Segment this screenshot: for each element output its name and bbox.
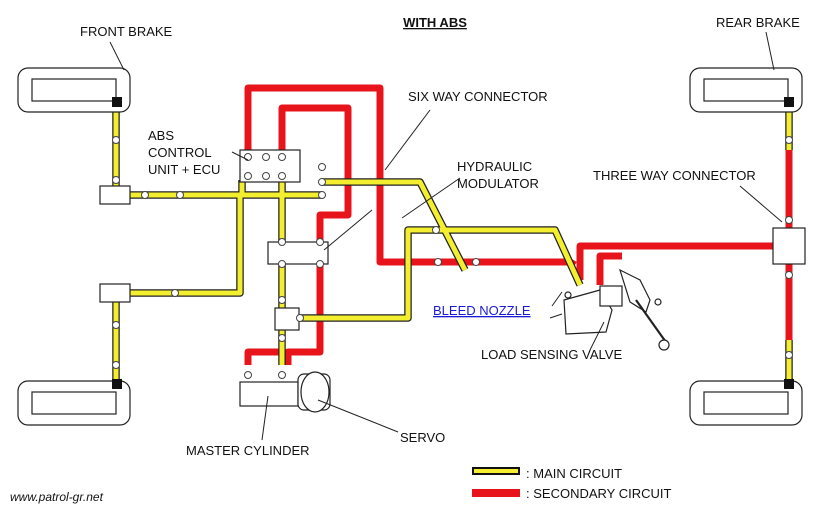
- label-servo: SERVO: [400, 430, 445, 445]
- label-abs-line1: ABS: [148, 128, 174, 143]
- front-lower-connector: [99, 283, 131, 303]
- six-way-connector-box: [267, 241, 329, 265]
- label-load-sensing-valve: LOAD SENSING VALVE: [481, 347, 622, 362]
- main-circuit-lines: [112, 98, 793, 385]
- leader-lines: [109, 31, 783, 441]
- front-left-lower-wheel: [17, 379, 131, 426]
- junction-nodes: [112, 136, 793, 379]
- servo: [297, 371, 331, 413]
- label-hydraulic-line2: MODULATOR: [457, 176, 539, 191]
- diagram-title: WITH ABS: [403, 15, 467, 30]
- label-master-cylinder: MASTER CYLINDER: [186, 443, 310, 458]
- label-hydraulic-line1: HYDRAULIC: [457, 159, 532, 174]
- front-left-upper-wheel: [17, 67, 131, 113]
- master-cylinder-connector: [274, 307, 300, 331]
- label-abs-line3: UNIT + ECU: [148, 162, 220, 177]
- label-three-way-connector: THREE WAY CONNECTOR: [593, 168, 756, 183]
- legend-secondary-label: : SECONDARY CIRCUIT: [526, 486, 672, 501]
- rear-lower-wheel: [689, 379, 803, 426]
- legend-secondary-swatch: [472, 489, 520, 497]
- legend-main-label: : MAIN CIRCUIT: [526, 466, 622, 481]
- front-upper-connector: [99, 185, 131, 205]
- label-rear-brake: REAR BRAKE: [716, 15, 800, 30]
- label-front-brake: FRONT BRAKE: [80, 24, 173, 39]
- rear-upper-wheel: [689, 67, 803, 113]
- master-cylinder: [239, 381, 299, 407]
- label-abs-line2: CONTROL: [148, 145, 212, 160]
- legend: : MAIN CIRCUIT : SECONDARY CIRCUIT: [472, 466, 672, 501]
- watermark: www.patrol-gr.net: [10, 490, 104, 504]
- bleed-nozzle-link[interactable]: BLEED NOZZLE: [433, 303, 531, 318]
- label-six-way-connector: SIX WAY CONNECTOR: [408, 89, 548, 104]
- load-sensing-valve: [563, 268, 670, 351]
- three-way-connector-box: [772, 227, 806, 265]
- legend-main-swatch: [474, 469, 518, 473]
